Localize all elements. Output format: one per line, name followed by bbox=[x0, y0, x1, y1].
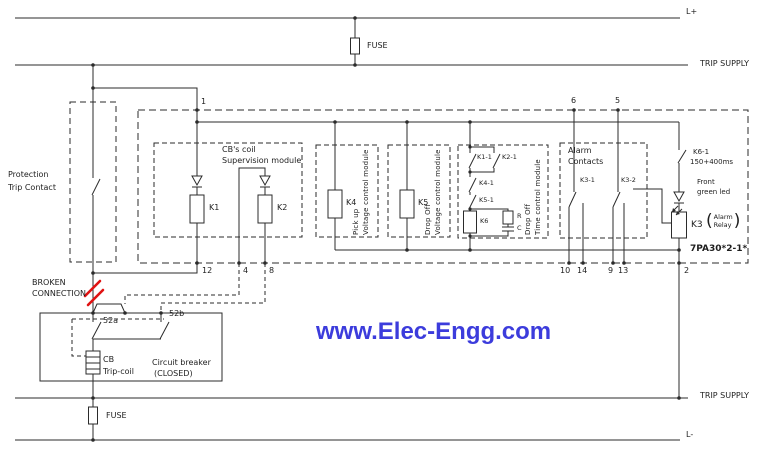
terminal-6: 6 bbox=[571, 96, 577, 105]
alarm-contact-k3-2 bbox=[611, 108, 671, 265]
internal-bus-top bbox=[195, 110, 679, 124]
pickup-title-1: Pick up bbox=[352, 208, 360, 235]
trip-supply-top-label: TRIP SUPPLY bbox=[700, 59, 750, 68]
k3-coil-label: K3 bbox=[691, 220, 703, 230]
k2-coil-label: K2 bbox=[277, 203, 288, 212]
output-branch bbox=[671, 122, 687, 400]
trip-coil-label: Trip-coil bbox=[103, 367, 134, 376]
cbcoil-title-2: Supervision module bbox=[222, 156, 302, 165]
terminal8-route bbox=[160, 263, 266, 313]
contact-k1-1-label: K1-1 bbox=[477, 153, 492, 161]
cb-label: CB bbox=[103, 355, 115, 364]
k3-relay-annotation: ( Alarm Relay ) bbox=[706, 211, 740, 231]
watermark-text: www.Elec-Engg.com bbox=[316, 318, 552, 345]
paren-close: ) bbox=[733, 211, 741, 231]
relay-enclosure bbox=[137, 109, 749, 264]
capacitor-label: C bbox=[517, 224, 522, 232]
contact-52b-label: 52b bbox=[169, 309, 185, 318]
dropofft-title-1: Drop Off bbox=[524, 203, 532, 235]
alarm-contact-k3-1 bbox=[567, 108, 585, 265]
breaker-caption-2: (CLOSED) bbox=[154, 369, 193, 378]
pickup-title-2: Voltage control module bbox=[362, 149, 370, 235]
broken-label-1: BROKEN bbox=[32, 278, 66, 287]
alarm-title-1: Alarm bbox=[568, 146, 592, 155]
k6-1-contact-label: K6-1 bbox=[693, 148, 710, 156]
module-boxes bbox=[153, 142, 648, 239]
alarm-title-2: Contacts bbox=[568, 157, 604, 166]
fuse-top-symbol bbox=[350, 16, 360, 67]
k1-coil-label: K1 bbox=[209, 203, 220, 212]
terminal-12: 12 bbox=[202, 266, 213, 275]
terminal-8: 8 bbox=[269, 266, 275, 275]
contact-k3-1-label: K3-1 bbox=[580, 176, 595, 184]
k4-coil-label: K4 bbox=[346, 198, 357, 207]
l-plus-label: L+ bbox=[686, 7, 698, 16]
contact-k5-1-label: K5-1 bbox=[479, 196, 494, 204]
paren-open: ( bbox=[706, 211, 713, 231]
k5-branch bbox=[399, 122, 415, 250]
terminal-14: 14 bbox=[577, 266, 588, 275]
l-minus-label: L- bbox=[686, 430, 694, 439]
k2-branch bbox=[237, 167, 273, 265]
k1-branch bbox=[189, 122, 205, 265]
contact-k3-2-label: K3-2 bbox=[621, 176, 636, 184]
terminal-2: 2 bbox=[684, 266, 690, 275]
protection-trip-contact-branch bbox=[69, 63, 199, 313]
trip-supply-bottom-label: TRIP SUPPLY bbox=[700, 391, 750, 400]
power-rails bbox=[15, 17, 688, 441]
broken-connection-marks bbox=[83, 279, 105, 307]
k5-coil-label: K5 bbox=[418, 198, 429, 207]
dropoffv-title-1: Drop Off bbox=[424, 203, 432, 235]
breaker-caption-1: Circuit breaker bbox=[152, 358, 211, 367]
dropofft-title-2: Time control module bbox=[534, 159, 542, 235]
terminal-13: 13 bbox=[618, 266, 629, 275]
terminal-4: 4 bbox=[243, 266, 249, 275]
fuse-top-label: FUSE bbox=[367, 41, 388, 50]
timing-label: 150+400ms bbox=[690, 158, 734, 166]
contact-k4-1-label: K4-1 bbox=[479, 179, 494, 187]
protection-label-2: Trip Contact bbox=[8, 183, 56, 192]
cbcoil-title-1: CB's coil bbox=[222, 145, 256, 154]
terminal-10: 10 bbox=[560, 266, 571, 275]
internal-bus-bottom bbox=[335, 248, 681, 252]
terminal-1: 1 bbox=[201, 97, 207, 106]
fuse-bottom-label: FUSE bbox=[106, 411, 127, 420]
led-label-1: Front bbox=[697, 178, 715, 186]
broken-label-2: CONNECTION bbox=[32, 289, 87, 298]
time-module-branch bbox=[463, 122, 514, 250]
protection-label-1: Protection bbox=[8, 170, 49, 179]
terminal4-route bbox=[124, 263, 240, 304]
fuse-bottom-symbol bbox=[88, 398, 98, 442]
relay-model-label: 7PA30*2-1* bbox=[690, 244, 748, 254]
k3-annotation-1: Alarm bbox=[713, 212, 733, 221]
k6-coil-label: K6 bbox=[480, 217, 489, 225]
dropoffv-title-2: Voltage control module bbox=[434, 149, 442, 235]
circuit-breaker-box bbox=[39, 312, 223, 400]
contact-k2-1-label: K2-1 bbox=[502, 153, 517, 161]
k4-branch bbox=[327, 122, 343, 250]
terminal-5: 5 bbox=[615, 96, 621, 105]
resistor-label: R bbox=[517, 212, 522, 220]
k3-annotation-2: Relay bbox=[713, 221, 732, 229]
contact-52a-label: 52a bbox=[103, 316, 119, 325]
terminal-9: 9 bbox=[608, 266, 614, 275]
led-label-2: green led bbox=[697, 188, 731, 196]
